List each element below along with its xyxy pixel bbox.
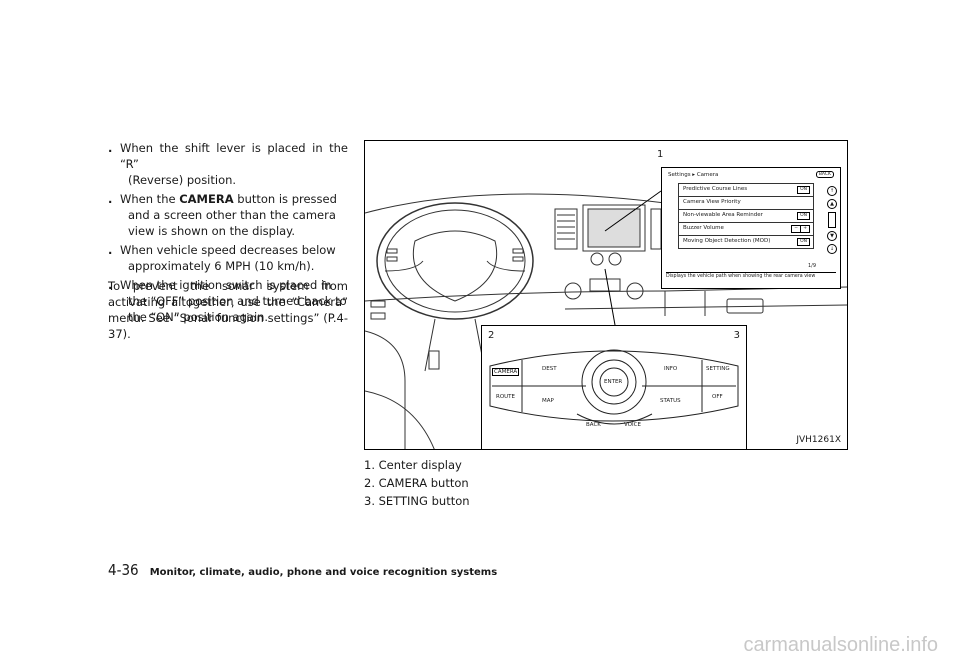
route-button[interactable]: ROUTE (496, 394, 516, 400)
caption-item: 3. SETTING button (364, 494, 470, 508)
status-button[interactable]: STATUS (660, 398, 681, 404)
callout-2: 2 (488, 330, 495, 341)
bullet-bold-text: CAMERA (179, 192, 234, 206)
camera-button[interactable]: CAMERA (492, 368, 520, 376)
bullet-list: . When the shift lever is placed in the … (108, 140, 348, 328)
page-number: 4-36 (108, 561, 139, 579)
bullet-text: button is pressed (233, 192, 337, 206)
screen-side-scroll: ↑ ▲ ▼ ↓ (827, 186, 837, 257)
dest-button[interactable]: DEST (542, 366, 557, 372)
voice-button[interactable]: VOICE (624, 422, 641, 428)
center-display-screen: Settings ▸ Camera BACK Predictive Course… (661, 167, 841, 289)
info-button[interactable]: INFO (664, 366, 678, 372)
scroll-up-icon[interactable]: ▲ (827, 199, 837, 209)
caption-item: 2. CAMERA button (364, 476, 469, 490)
list-item[interactable]: Camera View Priority (678, 196, 814, 209)
bullet-text: When the shift lever is placed in the “R… (120, 141, 348, 171)
volume-plus-icon[interactable]: + (800, 225, 810, 233)
list-item[interactable]: Buzzer Volume − + (678, 222, 814, 235)
callout-3: 3 (733, 330, 740, 341)
dashboard-figure: 1 Settings ▸ Camera BACK Predictive Cour… (364, 140, 848, 450)
bullet-text: the “ON” position again. (128, 310, 269, 324)
control-panel-illustration (489, 349, 739, 425)
setting-button[interactable]: SETTING (706, 366, 730, 372)
enter-button[interactable]: ENTER (604, 379, 623, 385)
page-footer: 4-36 Monitor, climate, audio, phone and … (108, 560, 497, 579)
toggle-badge[interactable]: ON (797, 212, 810, 220)
screen-page-indicator: 1/9 (807, 263, 816, 269)
bullet-dot: . (108, 243, 113, 257)
toggle-badge[interactable]: ON (797, 238, 810, 246)
back-button[interactable]: BACK (586, 422, 601, 428)
bullet-text: When vehicle speed decreases below (120, 243, 336, 257)
list-item-label: Buzzer Volume (683, 225, 724, 231)
watermark: carmanualsonline.info (743, 634, 938, 656)
list-item-label: Moving Object Detection (MOD) (683, 238, 771, 244)
toggle-badge[interactable]: ON (797, 186, 810, 194)
off-button[interactable]: OFF (712, 394, 723, 400)
bullet-dot: . (108, 278, 113, 292)
control-panel-closeup: 2 3 CAMERA ROUTE DEST MAP ENTER INFO STA… (481, 325, 747, 449)
figure-code: JVH1261X (796, 435, 841, 445)
list-item-label: Non-viewable Area Reminder (683, 212, 763, 218)
bullet-dot: . (108, 192, 113, 206)
bullet-text: (Reverse) position. (128, 173, 237, 187)
bullet-item: . When the CAMERA button is pressed and … (108, 191, 348, 239)
bullet-item: . When the ignition switch is placed in … (108, 277, 348, 325)
bullet-item: . When the shift lever is placed in the … (108, 140, 348, 188)
bullet-text: and a screen other than the camera (128, 208, 336, 222)
scroll-bottom-icon[interactable]: ↓ (827, 244, 837, 254)
figure-captions: 1. Center display 2. CAMERA button 3. SE… (364, 456, 470, 510)
screen-back-button[interactable]: BACK (815, 171, 834, 178)
screen-help-text: Displays the vehicle path when showing t… (666, 272, 836, 279)
map-button[interactable]: MAP (542, 398, 554, 404)
caption-item: 1. Center display (364, 458, 462, 472)
screen-breadcrumb: Settings ▸ Camera (668, 172, 719, 178)
scrollbar[interactable] (828, 212, 836, 228)
bullet-text: view is shown on the display. (128, 224, 296, 238)
bullet-text: When the ignition switch is placed in (120, 278, 332, 292)
scroll-top-icon[interactable]: ↑ (827, 186, 837, 196)
list-item-label: Camera View Priority (683, 199, 741, 205)
bullet-text: the “OFF” position and turned back to (128, 294, 347, 308)
screen-settings-list: Predictive Course Lines ON Camera View P… (678, 183, 814, 249)
scroll-down-icon[interactable]: ▼ (827, 231, 837, 241)
list-item[interactable]: Moving Object Detection (MOD) ON (678, 235, 814, 249)
bullet-text: When the (120, 192, 180, 206)
bullet-dot: . (108, 141, 113, 155)
list-item[interactable]: Predictive Course Lines ON (678, 183, 814, 196)
bullet-item: . When vehicle speed decreases below app… (108, 242, 348, 274)
callout-1: 1 (657, 149, 664, 160)
list-item-label: Predictive Course Lines (683, 186, 748, 192)
list-item[interactable]: Non-viewable Area Reminder ON (678, 209, 814, 222)
bullet-text: approximately 6 MPH (10 km/h). (128, 259, 315, 273)
section-title: Monitor, climate, audio, phone and voice… (149, 567, 498, 578)
body-paragraph: To prevent the sonar system from activat… (108, 279, 348, 341)
